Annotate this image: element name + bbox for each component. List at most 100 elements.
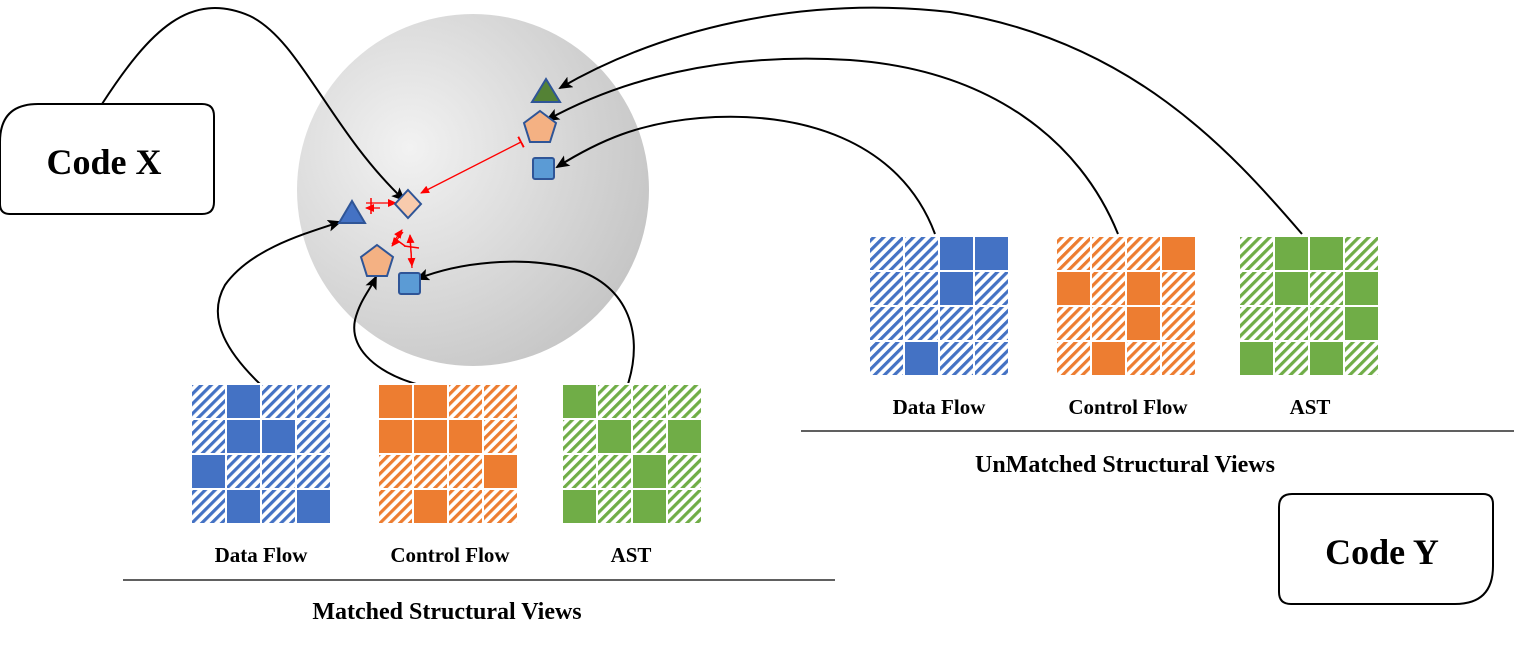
solid-cell [447, 418, 484, 455]
hatched-cell [1055, 235, 1092, 272]
hatched-cell [903, 305, 940, 342]
hatched-cell [447, 453, 484, 490]
hatched-cell [190, 488, 227, 525]
solid-cell [377, 418, 414, 455]
solid-cell [260, 418, 297, 455]
code-y-label: Code Y [1325, 532, 1439, 572]
hatched-cell [260, 488, 297, 525]
hatched-cell [482, 488, 519, 525]
hatched-cell [1160, 340, 1197, 377]
hatched-cell [190, 418, 227, 455]
hatched-cell [1308, 305, 1345, 342]
code-y-box: Code Y [1278, 493, 1494, 605]
hatched-cell [1238, 270, 1275, 307]
solid-cell [1343, 305, 1380, 342]
matched-triangle-shape [337, 199, 367, 224]
hatched-cell [666, 453, 703, 490]
matched-grid-1 [377, 383, 519, 525]
solid-cell [225, 383, 262, 420]
hatched-cell [377, 453, 414, 490]
hatched-cell [1125, 235, 1162, 272]
code-x-arrow [101, 7, 406, 202]
hatched-cell [260, 383, 297, 420]
hatched-cell [666, 383, 703, 420]
hatched-cell [903, 270, 940, 307]
unmatched-controlflow-arrow [545, 57, 1119, 235]
unmatched-grid-2 [1238, 235, 1380, 377]
hatched-cell [1273, 305, 1310, 342]
solid-cell [1055, 270, 1092, 307]
matched-ast-arrow [415, 260, 635, 385]
embedding-space-sphere [297, 14, 649, 366]
solid-cell [377, 383, 414, 420]
unmatched-dataflow-arrow [555, 115, 936, 235]
unmatched-ast-arrow [558, 6, 1303, 235]
hatched-cell [868, 270, 905, 307]
matched-controlflow-arrow [353, 275, 417, 385]
solid-cell [973, 235, 1010, 272]
hatched-cell [1160, 270, 1197, 307]
hatched-cell [1055, 340, 1092, 377]
matched-grid-0 [190, 383, 332, 525]
matched-grid-2 [561, 383, 703, 525]
matched-square-shape [398, 272, 421, 295]
bar-2 [393, 237, 406, 247]
hatched-cell [447, 488, 484, 525]
hatched-cell [973, 270, 1010, 307]
hatched-cell [1343, 235, 1380, 272]
attract-arrow-pentagon-diamond-2 [391, 231, 404, 247]
solid-cell [1273, 235, 1310, 272]
hatched-cell [1055, 305, 1092, 342]
solid-cell [596, 418, 633, 455]
hatched-cell [868, 235, 905, 272]
matched-grids [190, 383, 703, 525]
unmatched-grids [868, 235, 1380, 377]
hatched-cell [1125, 340, 1162, 377]
hatched-cell [631, 418, 668, 455]
hatched-cell [295, 418, 332, 455]
hatched-cell [596, 453, 633, 490]
solid-cell [1238, 340, 1275, 377]
matched-title: Matched Structural Views [312, 599, 581, 625]
solid-cell [1343, 270, 1380, 307]
matched-grid-label-data-flow: Data Flow [215, 543, 309, 567]
hatched-cell [482, 418, 519, 455]
solid-cell [1125, 270, 1162, 307]
contrastive-arrows [365, 136, 525, 269]
hatched-cell [225, 453, 262, 490]
code-x-label: Code X [47, 142, 162, 182]
hatched-cell [561, 453, 598, 490]
unmatched-grid-label-ast: AST [1290, 395, 1331, 419]
unmatched-pentagon-shape [522, 109, 558, 143]
solid-cell [1308, 340, 1345, 377]
hatched-cell [973, 305, 1010, 342]
matched-grid-label-control-flow: Control Flow [390, 543, 510, 567]
unmatched-grid-label-data-flow: Data Flow [893, 395, 987, 419]
unmatched-grid-1 [1055, 235, 1197, 377]
hatched-cell [1090, 270, 1127, 307]
solid-cell [295, 488, 332, 525]
solid-cell [482, 453, 519, 490]
unmatched-square-shape [532, 157, 555, 180]
repel-arrow-pentagon-diamond [420, 136, 525, 194]
hatched-cell [482, 383, 519, 420]
attract-arrow-square-diamond-2 [407, 237, 416, 267]
solid-cell [225, 418, 262, 455]
hatched-cell [295, 383, 332, 420]
hatched-cell [903, 235, 940, 272]
hatched-cell [412, 453, 449, 490]
hatched-cell [666, 488, 703, 525]
bar-3 [403, 245, 420, 249]
solid-cell [561, 383, 598, 420]
unmatched-title: UnMatched Structural Views [975, 452, 1275, 478]
hatched-cell [1090, 235, 1127, 272]
hatched-cell [868, 305, 905, 342]
embedding-shapes [337, 77, 562, 295]
anchor-diamond-shape [393, 188, 423, 220]
matched-dataflow-arrow [216, 220, 342, 385]
hatched-cell [447, 383, 484, 420]
code-x-box: Code X [0, 103, 215, 215]
unmatched-grid-label-control-flow: Control Flow [1068, 395, 1188, 419]
hatched-cell [938, 340, 975, 377]
